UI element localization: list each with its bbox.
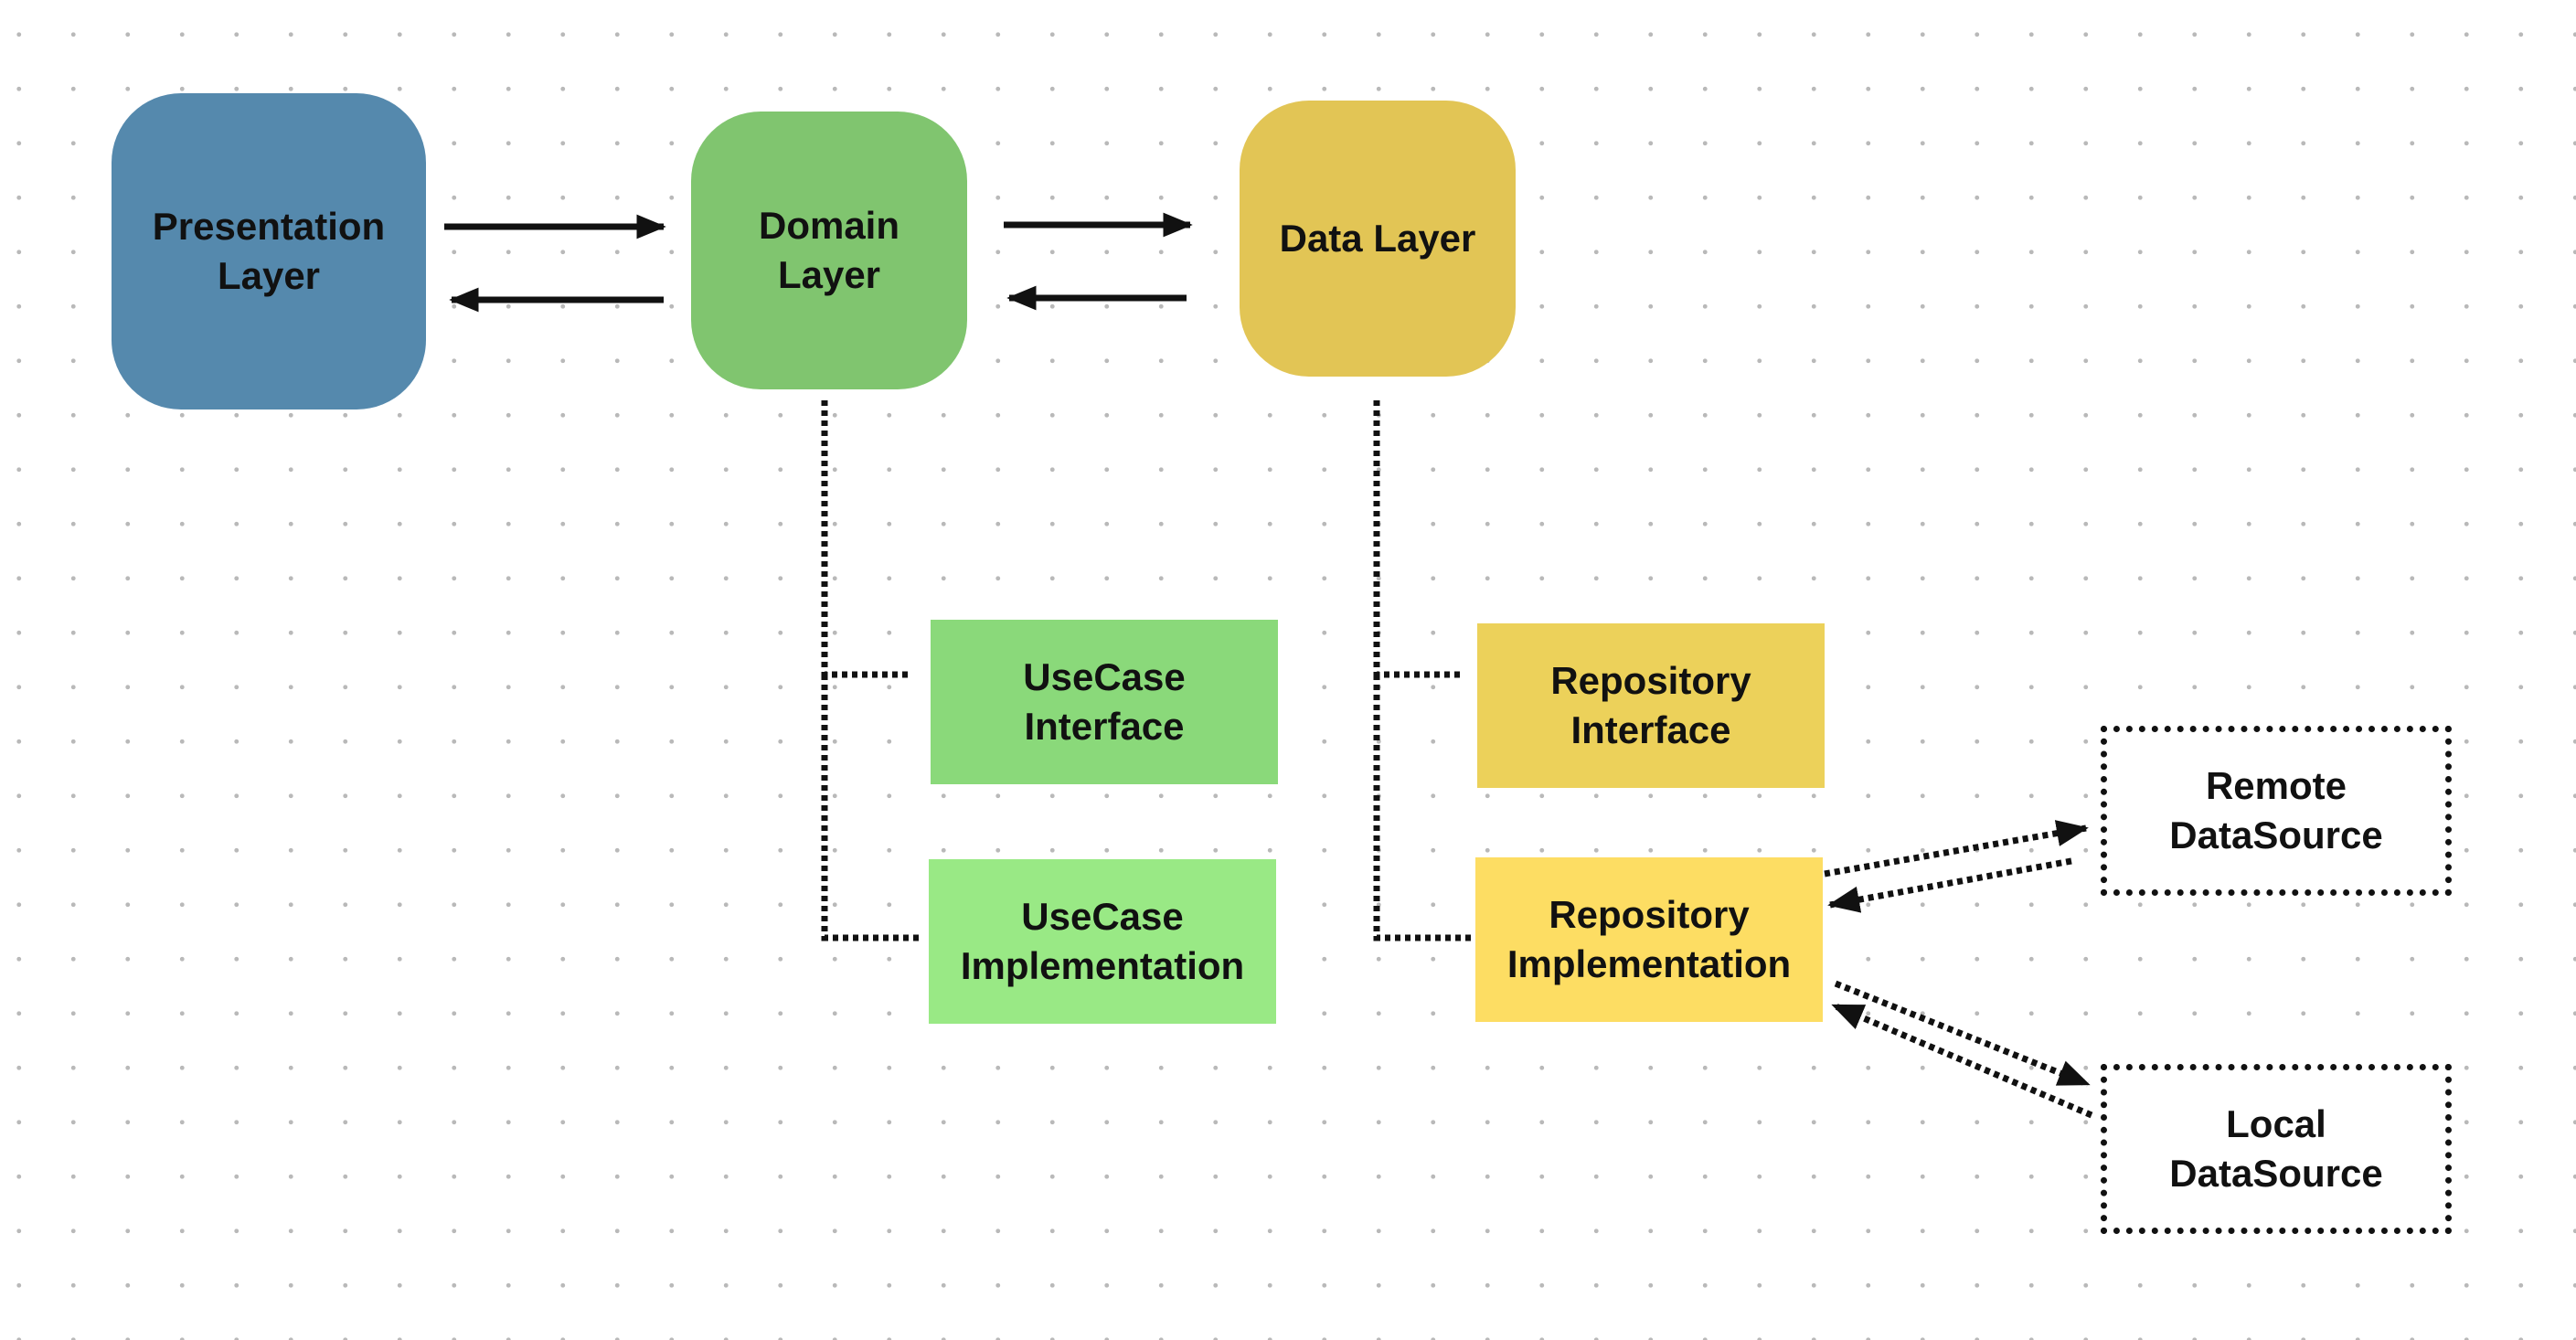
local-datasource-label: Local DataSource xyxy=(2169,1102,2383,1195)
data-layer-label: Data Layer xyxy=(1279,217,1476,261)
arrow-remote-to-repository xyxy=(1827,857,2072,913)
presentation-layer-label: Presentation Layer xyxy=(152,205,386,297)
remote-datasource-node: Remote DataSource xyxy=(2101,726,2452,896)
connector-domain-to-usecase-implementation xyxy=(821,675,921,941)
usecase-implementation-label: UseCase Implementation xyxy=(960,895,1245,987)
local-datasource-node: Local DataSource xyxy=(2101,1064,2452,1234)
repository-interface-label: Repository Interface xyxy=(1550,659,1751,751)
presentation-layer-node: Presentation Layer xyxy=(112,93,426,409)
arrow-repository-to-remote xyxy=(1824,820,2089,877)
connector-domain-to-usecase-interface xyxy=(821,400,912,678)
repository-implementation-node: Repository Implementation xyxy=(1475,857,1823,1022)
usecase-interface-label: UseCase Interface xyxy=(1023,655,1186,748)
repository-interface-node: Repository Interface xyxy=(1477,623,1825,788)
connector-data-to-repository-implementation xyxy=(1373,675,1472,941)
repository-implementation-label: Repository Implementation xyxy=(1506,893,1792,985)
domain-layer-node: Domain Layer xyxy=(691,112,967,389)
usecase-implementation-node: UseCase Implementation xyxy=(929,859,1276,1024)
connector-data-to-repository-interface xyxy=(1373,400,1464,678)
arrow-local-to-repository xyxy=(1831,1002,2093,1119)
arrow-repository-to-local xyxy=(1834,980,2091,1088)
domain-layer-label: Domain Layer xyxy=(758,204,899,296)
data-layer-node: Data Layer xyxy=(1240,101,1516,377)
usecase-interface-node: UseCase Interface xyxy=(931,620,1278,784)
remote-datasource-label: Remote DataSource xyxy=(2169,764,2383,856)
